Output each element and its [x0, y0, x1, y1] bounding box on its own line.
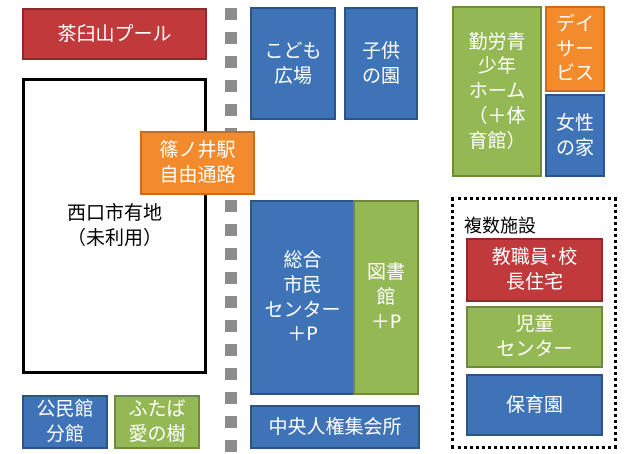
kinro-youth-home-block: 勤労青 少年 ホーム （＋体 育館） — [452, 6, 542, 177]
railway-dash — [225, 8, 237, 20]
railway-dash — [225, 80, 237, 92]
kodomo-hiroba-block: こども 広場 — [250, 7, 336, 120]
teacher-housing-block: 教職員･校 長住宅 — [466, 238, 603, 302]
nursery-block: 保育園 — [466, 374, 603, 436]
railway-dash — [225, 368, 237, 380]
women-house-block: 女性 の家 — [545, 94, 605, 177]
railway-dash — [225, 224, 237, 236]
railway-dash — [225, 248, 237, 260]
kodomo-no-sono-block: 子供 の園 — [344, 7, 418, 120]
day-service-block: デイ サー ビス — [545, 6, 605, 92]
community-hall-annex-block: 公民館 分館 — [22, 395, 108, 449]
central-human-rights-block: 中央人権集会所 — [250, 405, 420, 449]
railway-dash — [225, 32, 237, 44]
nishiguchi-land-block: 西口市有地 （未利用） — [22, 78, 207, 374]
railway-dash — [225, 416, 237, 428]
complex-group-frame — [451, 197, 617, 449]
complex-group-title: 複数施設 — [464, 216, 536, 237]
railway-dash — [225, 344, 237, 356]
railway-dash — [225, 440, 237, 452]
railway-dash — [225, 320, 237, 332]
railway-dash — [225, 200, 237, 212]
general-center-block: 総合 市民 センター ＋P — [250, 200, 355, 395]
chausuyama-pool-block: 茶臼山プール — [22, 8, 207, 60]
library-block: 図書 館 ＋P — [353, 200, 419, 395]
railway-dash — [225, 104, 237, 116]
railway-dash — [225, 392, 237, 404]
railway-dash — [225, 56, 237, 68]
shinonoi-passage-block: 篠ノ井駅 自由通路 — [140, 131, 255, 195]
futaba-ainoki-block: ふたば 愛の樹 — [114, 395, 200, 449]
railway-dash — [225, 272, 237, 284]
railway-dash — [225, 296, 237, 308]
children-center-block: 児童 センター — [466, 306, 603, 368]
